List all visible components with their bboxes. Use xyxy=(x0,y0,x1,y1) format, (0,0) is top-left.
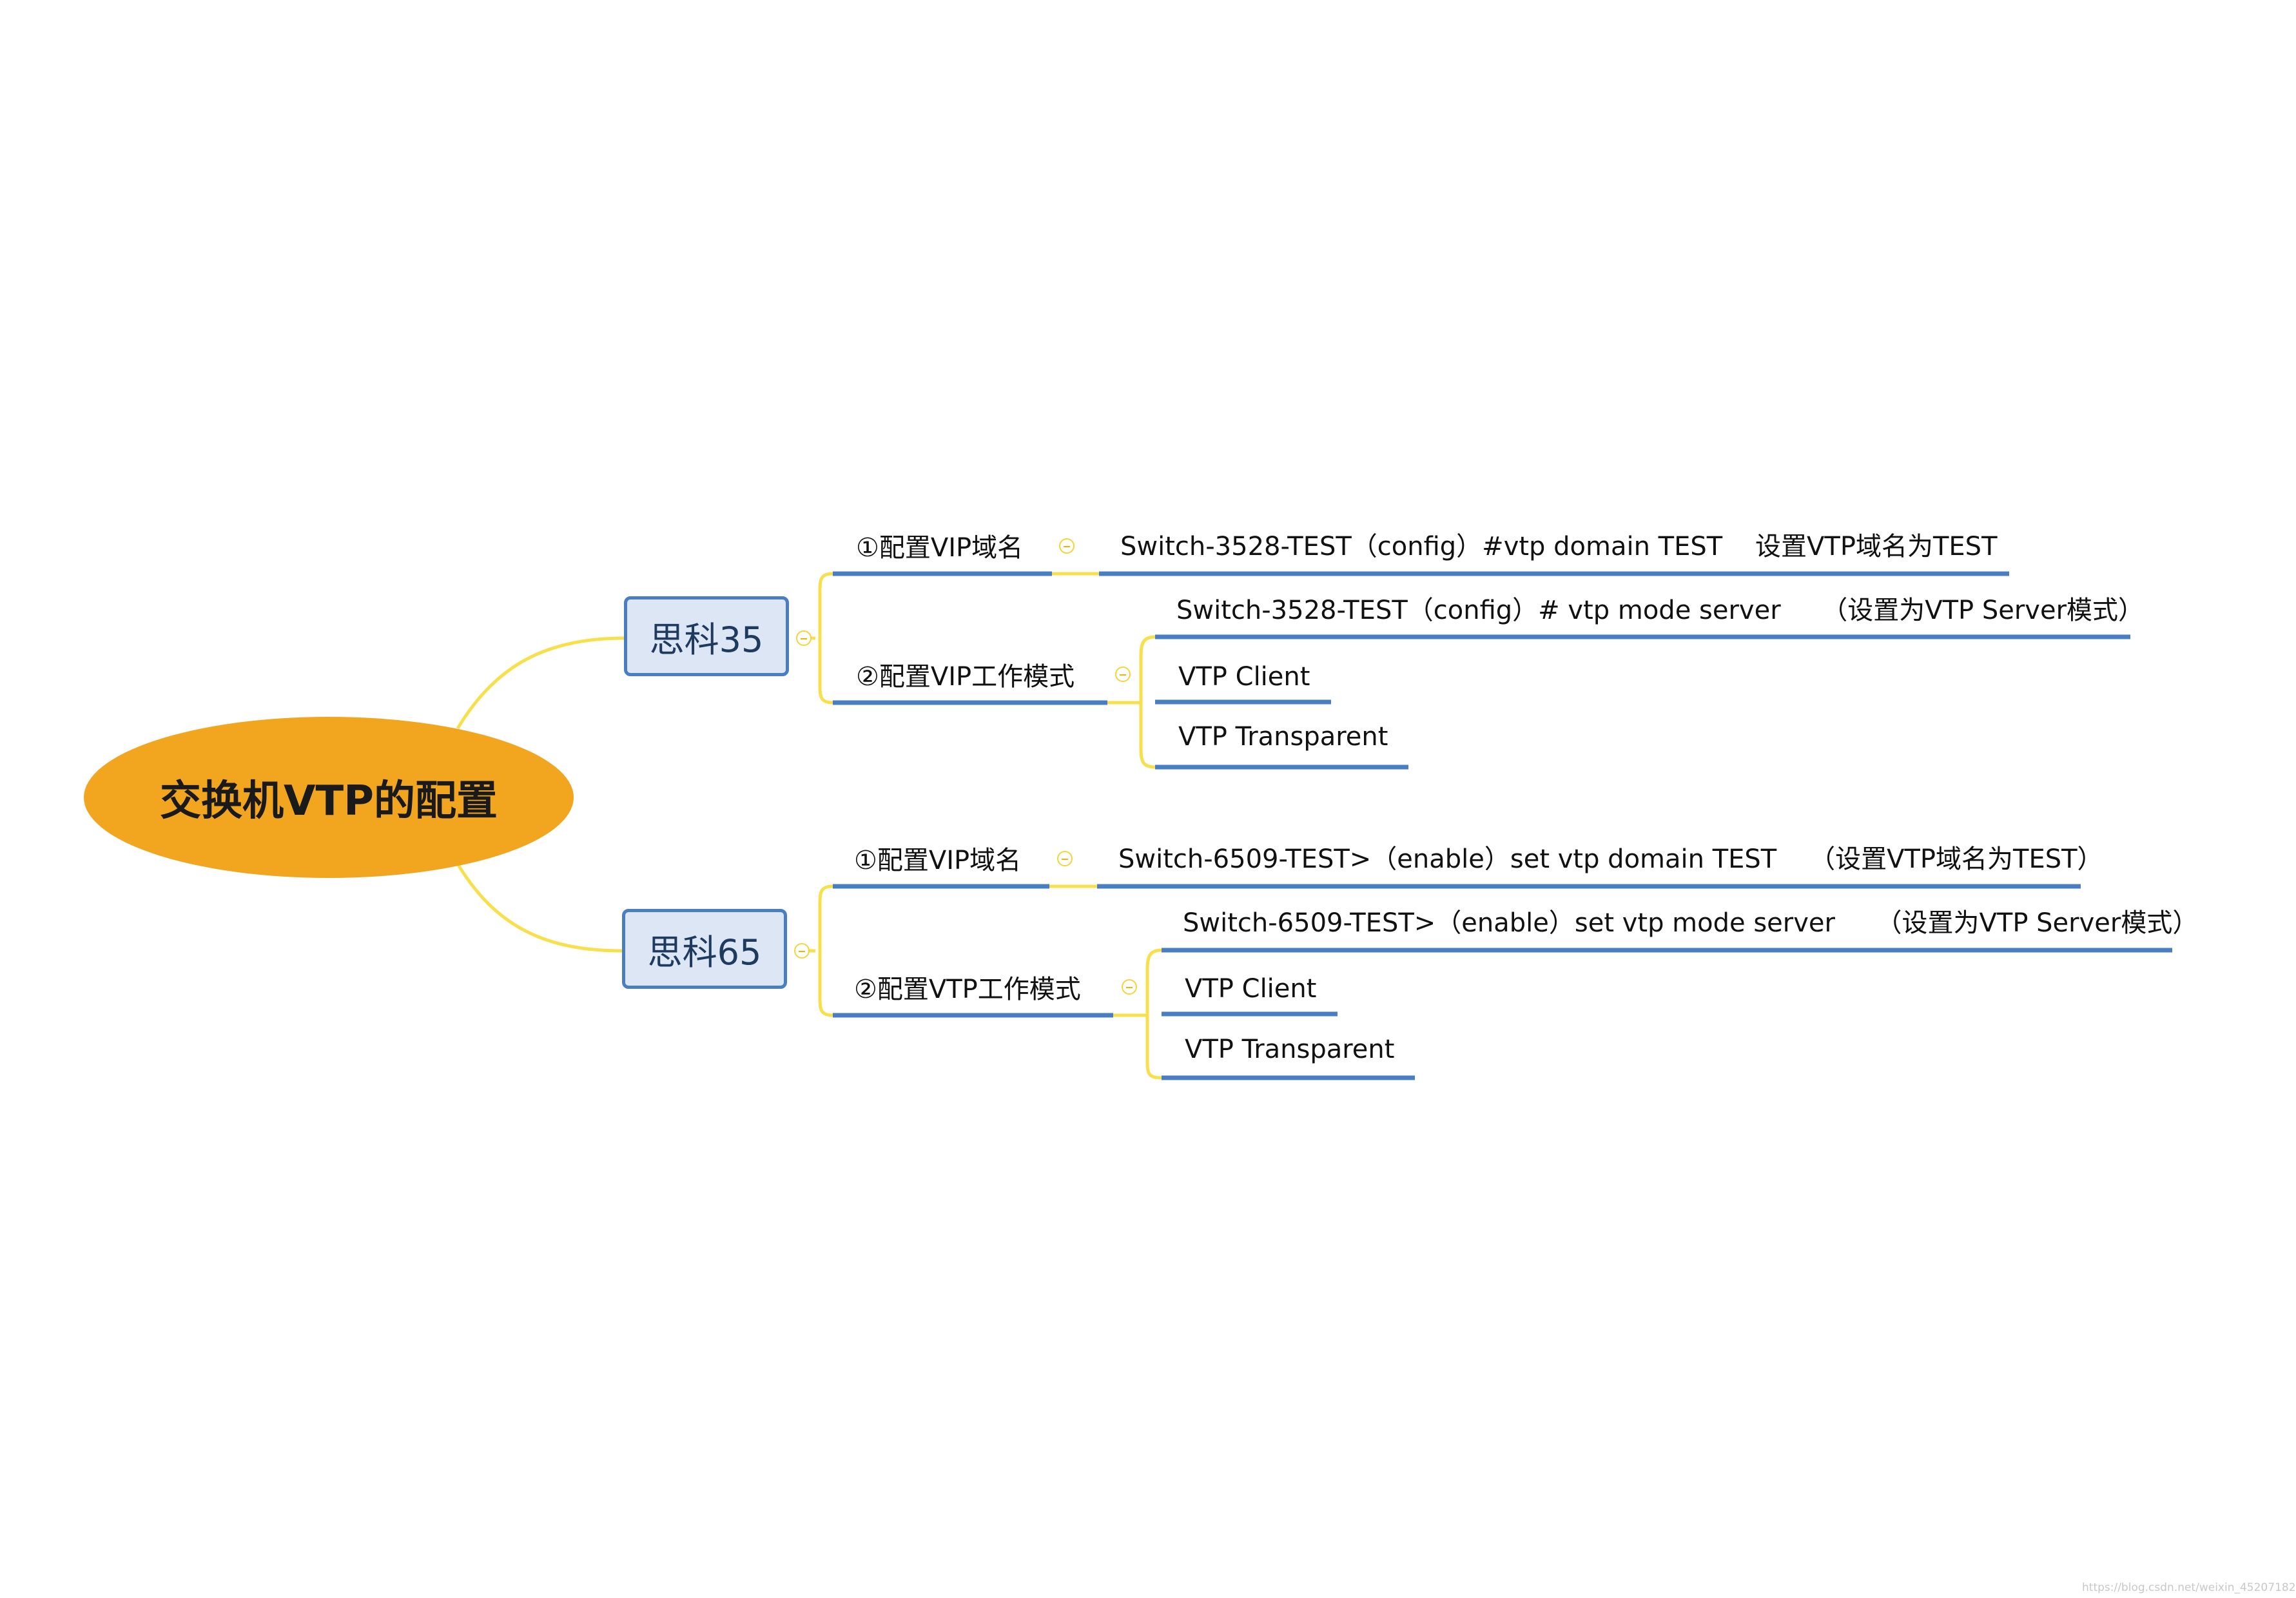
collapse-minus-icon[interactable] xyxy=(796,630,812,646)
branch-topic-label: 思科65 xyxy=(647,931,762,973)
leaf-b1-s2-3[interactable]: VTP Transparent xyxy=(1178,722,1388,752)
collapse-minus-icon[interactable] xyxy=(1059,538,1075,554)
connector-b1-s2-bracket xyxy=(1107,635,1156,769)
watermark: https://blog.csdn.net/weixin_45207182 xyxy=(2082,1581,2296,1594)
leaf-b1-s2-2[interactable]: VTP Client xyxy=(1178,662,1310,692)
branch-topic-cisco35[interactable]: 思科35 xyxy=(624,596,789,676)
connector-b2-s2-bracket xyxy=(1113,948,1162,1080)
branch-topic-label: 思科35 xyxy=(649,619,764,660)
connector-root-branch1 xyxy=(456,636,625,730)
connector-root-branch2 xyxy=(456,862,623,953)
collapse-minus-icon[interactable] xyxy=(1057,851,1073,866)
branch-topic-cisco65[interactable]: 思科65 xyxy=(622,909,787,989)
collapse-minus-icon[interactable] xyxy=(1122,979,1137,995)
leaf-b2-s2-3[interactable]: VTP Transparent xyxy=(1185,1035,1395,1064)
leaf-b2-s2-1[interactable]: Switch-6509-TEST>（enable）set vtp mode se… xyxy=(1183,908,2199,938)
leaf-b2-s1-1[interactable]: Switch-6509-TEST>（enable）set vtp domain … xyxy=(1118,844,2103,874)
root-topic[interactable]: 交换机VTP的配置 xyxy=(84,717,574,878)
subtopic-b1-s1[interactable]: ①配置VIP域名 xyxy=(856,533,1024,563)
subtopic-b2-s2[interactable]: ②配置VTP工作模式 xyxy=(854,975,1081,1004)
collapse-minus-icon[interactable] xyxy=(794,943,810,959)
root-topic-label: 交换机VTP的配置 xyxy=(159,777,498,825)
leaf-b2-s2-2[interactable]: VTP Client xyxy=(1185,974,1317,1004)
subtopic-b1-s2[interactable]: ②配置VIP工作模式 xyxy=(856,662,1075,692)
collapse-minus-icon[interactable] xyxy=(1115,667,1131,682)
subtopic-b2-s1[interactable]: ①配置VIP域名 xyxy=(854,846,1022,875)
leaf-b1-s1-1[interactable]: Switch-3528-TEST（config）#vtp domain TEST… xyxy=(1120,532,1998,561)
leaf-b1-s2-1[interactable]: Switch-3528-TEST（config）# vtp mode serve… xyxy=(1176,596,2145,625)
